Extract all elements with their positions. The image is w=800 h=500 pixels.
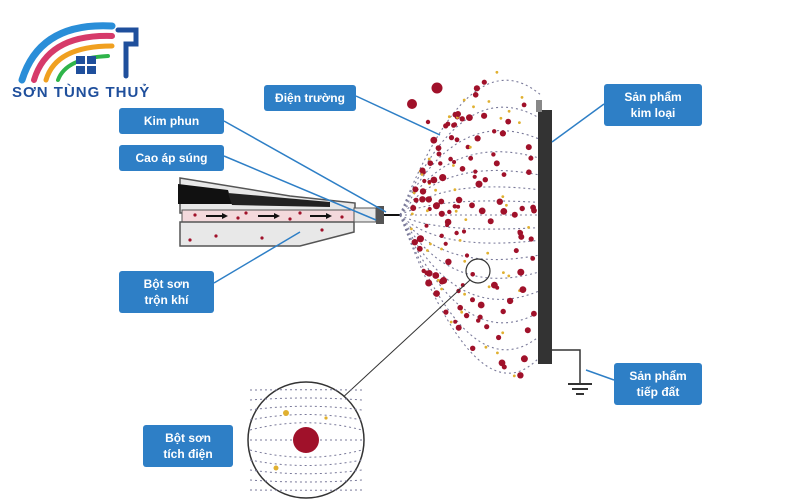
label-charged-powder: Bột sơn tích điện (143, 425, 233, 467)
label-gun-high-voltage: Cao áp súng (119, 145, 224, 171)
brand-logo (18, 22, 139, 84)
callout-lines (213, 95, 615, 381)
powder-particles (407, 70, 537, 379)
label-metal-product: Sản phẩm kim loại (604, 84, 702, 126)
zoom-lens (247, 258, 491, 499)
electric-field-lines (399, 79, 541, 374)
label-nozzle: Kim phun (119, 108, 224, 134)
spray-gun (178, 177, 400, 247)
brand-name: SƠN TÙNG THUỶ (12, 84, 151, 101)
charged-particle-large (293, 427, 319, 453)
ground-symbol (552, 349, 592, 395)
label-powder-air-mix: Bột sơn trộn khí (119, 271, 214, 313)
label-grounded-product: Sản phẩm tiếp đất (614, 363, 702, 405)
metal-plate (536, 100, 552, 364)
label-electric-field: Điện trường (264, 85, 356, 111)
